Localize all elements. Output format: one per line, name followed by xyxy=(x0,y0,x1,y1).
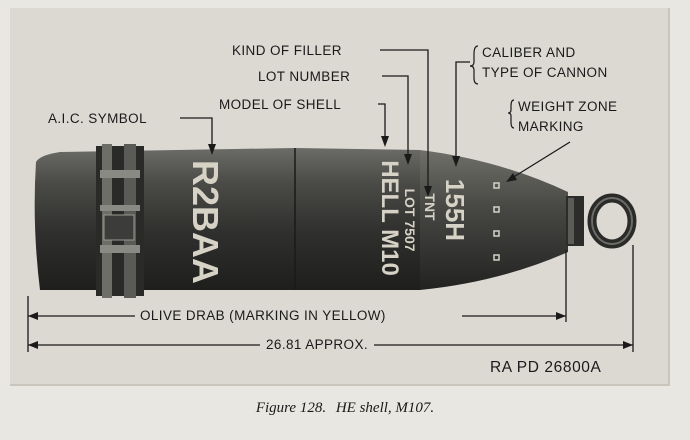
caliber-label-line1: CALIBER AND xyxy=(482,45,576,60)
aic-marking: R2BAA xyxy=(185,160,226,284)
model-marking: HELL M10 xyxy=(376,160,403,276)
caliber-label-line2: TYPE OF CANNON xyxy=(482,65,608,80)
olive-drab-label: OLIVE DRAB (MARKING IN YELLOW) xyxy=(140,308,386,323)
shell-base-section xyxy=(34,148,296,290)
lot-marking: LOT 7507 xyxy=(402,188,418,251)
filler-marking: TNT xyxy=(422,193,438,221)
figure-title: HE shell, M107. xyxy=(335,400,435,416)
leader-lines xyxy=(27,49,634,352)
arrowheads xyxy=(28,136,633,349)
kind-of-filler-label: KIND OF FILLER xyxy=(232,43,342,58)
weight-zone-label-line1: WEIGHT ZONE xyxy=(518,99,618,114)
weight-zone-label-line2: MARKING xyxy=(518,119,584,134)
length-label: 26.81 APPROX. xyxy=(266,337,369,352)
lot-number-label: LOT NUMBER xyxy=(258,69,351,84)
shell-mid-section xyxy=(295,148,420,290)
shell-nose xyxy=(420,150,568,290)
model-of-shell-label: MODEL OF SHELL xyxy=(219,97,342,112)
reference-number: RA PD 26800A xyxy=(490,359,602,376)
caliber-marking: 155H xyxy=(440,179,470,241)
figure-number: Figure 128. xyxy=(255,400,327,416)
weight-zone-squares xyxy=(493,182,500,261)
label-brackets xyxy=(469,45,515,129)
rotating-band xyxy=(96,144,144,298)
figure-caption: Figure 128. HE shell, M107. xyxy=(0,400,690,417)
aic-symbol-label: A.I.C. SYMBOL xyxy=(48,111,147,126)
